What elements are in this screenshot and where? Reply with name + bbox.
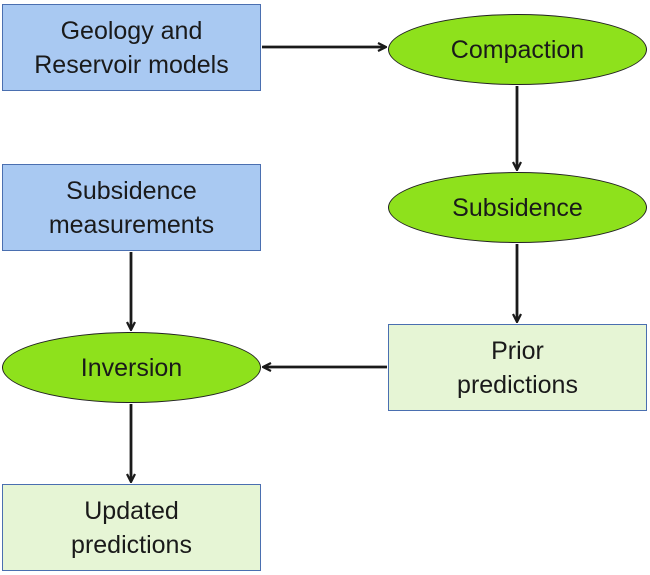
prior-predictions-label: Prior predictions	[457, 336, 578, 399]
subsidence-measurements-label: Subsidence measurements	[48, 176, 215, 239]
subsidence-label: Subsidence	[452, 193, 583, 222]
prior-predictions-box: Prior predictions	[388, 324, 647, 411]
updated-predictions-label: Updated predictions	[71, 496, 192, 559]
inversion-label: Inversion	[80, 353, 183, 382]
updated-predictions-box: Updated predictions	[2, 484, 261, 571]
subsidence-measurements-box: Subsidence measurements	[2, 164, 261, 251]
compaction-oval: Compaction	[388, 14, 647, 85]
compaction-label: Compaction	[450, 35, 585, 64]
geology-reservoir-models-box: Geology and Reservoir models	[2, 4, 261, 91]
inversion-oval: Inversion	[2, 332, 261, 403]
subsidence-oval: Subsidence	[388, 172, 647, 243]
geology-reservoir-models-label: Geology and Reservoir models	[34, 16, 229, 79]
